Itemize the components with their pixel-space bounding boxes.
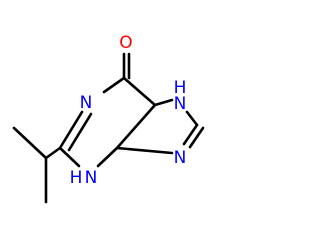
bond-c6-n1 <box>102 76 126 94</box>
bond-c5-n7 <box>153 98 174 107</box>
bond-n9-c4 <box>115 146 174 155</box>
atom-n9-label: N <box>174 148 187 168</box>
bond-n1-c2-inner <box>67 112 93 152</box>
bond-c8-n9-double-2 <box>188 126 205 149</box>
bond-c4-c5 <box>115 103 157 150</box>
bond-n7-c8 <box>185 110 199 127</box>
bond-ipr-me1 <box>12 126 48 160</box>
molecule-structure: O N N H N H N <box>12 33 205 204</box>
bond-c5-c6 <box>122 76 157 107</box>
bond-c2-n3 <box>58 146 81 168</box>
atom-oxygen-label: O <box>119 33 132 53</box>
bond-c2-ipr <box>44 146 62 160</box>
atom-n7-hydrogen-label: H <box>174 78 187 98</box>
atom-n3-hydrogen-label: H <box>70 168 83 188</box>
atom-n7-label: N <box>174 94 187 114</box>
molecule-canvas: O N N H N H N <box>12 33 205 204</box>
atom-n3-label: N <box>85 168 98 188</box>
bond-n3-c4 <box>96 146 119 168</box>
bond-c8-n9-double <box>182 123 199 146</box>
atom-n1-label: N <box>80 93 93 113</box>
bond-n1-c2-double <box>58 110 84 150</box>
